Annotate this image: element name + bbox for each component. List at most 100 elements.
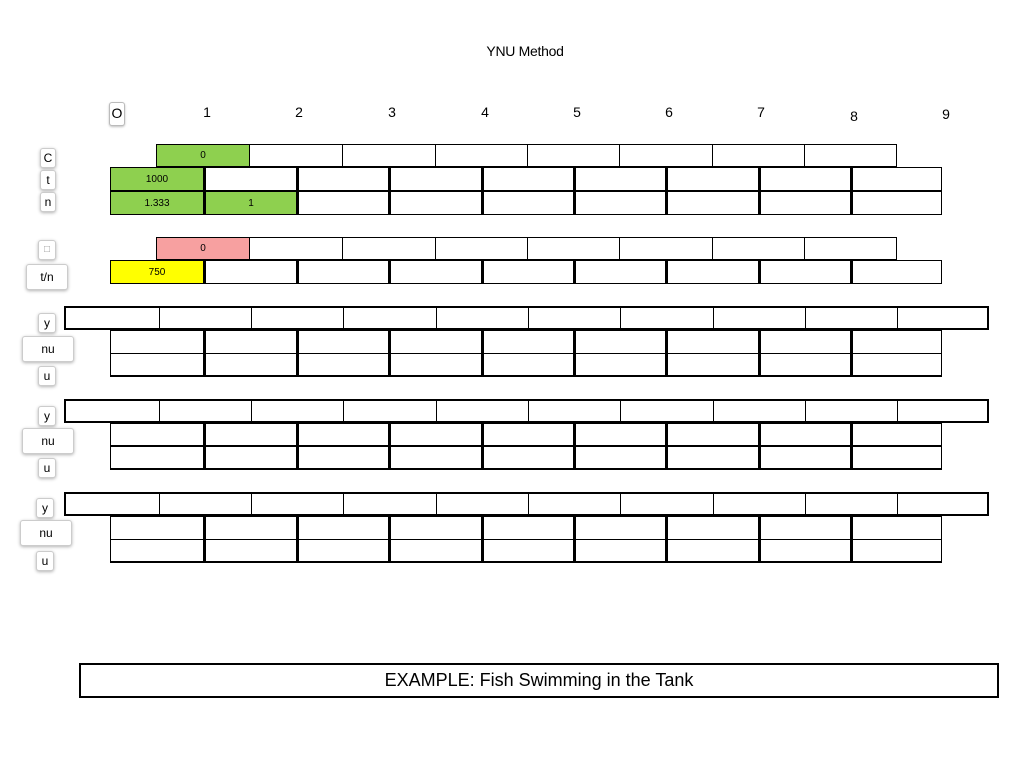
cell-n-8[interactable] [850, 192, 941, 214]
cell-y1-3[interactable] [343, 308, 436, 328]
cell-t-4[interactable] [481, 168, 573, 190]
cell-t-3[interactable] [388, 168, 481, 190]
cell-y2-1[interactable] [159, 401, 251, 421]
cell-u2-3[interactable] [388, 447, 481, 468]
cell-nu1-0[interactable] [111, 331, 203, 353]
cell-u1-1[interactable] [203, 354, 296, 375]
cell-c-3[interactable] [342, 145, 435, 166]
cell-nu1-7[interactable] [758, 331, 850, 353]
cell-y2-3[interactable] [343, 401, 436, 421]
cell-n-1[interactable]: 1 [203, 192, 296, 214]
cell-c-4[interactable] [435, 145, 527, 166]
cell-u3-2[interactable] [296, 540, 388, 561]
cell-y3-8[interactable] [805, 494, 897, 514]
cell-y2-6[interactable] [620, 401, 713, 421]
cell-u3-8[interactable] [850, 540, 941, 561]
cell-t-8[interactable] [850, 168, 941, 190]
cell-y3-9[interactable] [897, 494, 987, 514]
cell-tn-7[interactable] [758, 261, 850, 283]
cell-y1-9[interactable] [897, 308, 987, 328]
cell-tn-4[interactable] [481, 261, 573, 283]
cell-n-7[interactable] [758, 192, 850, 214]
cell-nu1-3[interactable] [388, 331, 481, 353]
cell-nu2-4[interactable] [481, 424, 573, 445]
cell-u1-8[interactable] [850, 354, 941, 375]
cell-y3-4[interactable] [436, 494, 528, 514]
cell-y1-0[interactable] [66, 308, 159, 328]
cell-c-8[interactable] [804, 145, 896, 166]
cell-box-8[interactable] [804, 238, 896, 259]
cell-box-6[interactable] [619, 238, 712, 259]
cell-t-2[interactable] [296, 168, 388, 190]
cell-nu1-2[interactable] [296, 331, 388, 353]
cell-box-5[interactable] [527, 238, 619, 259]
cell-y1-1[interactable] [159, 308, 251, 328]
cell-y1-4[interactable] [436, 308, 528, 328]
cell-nu3-7[interactable] [758, 517, 850, 539]
cell-nu1-6[interactable] [665, 331, 758, 353]
cell-nu3-5[interactable] [573, 517, 665, 539]
cell-y1-8[interactable] [805, 308, 897, 328]
cell-y3-6[interactable] [620, 494, 713, 514]
cell-y2-9[interactable] [897, 401, 987, 421]
cell-t-0[interactable]: 1000 [111, 168, 203, 190]
cell-u1-3[interactable] [388, 354, 481, 375]
cell-u2-1[interactable] [203, 447, 296, 468]
cell-c-2[interactable] [249, 145, 342, 166]
cell-y3-1[interactable] [159, 494, 251, 514]
cell-y3-5[interactable] [528, 494, 620, 514]
cell-y2-0[interactable] [66, 401, 159, 421]
cell-t-6[interactable] [665, 168, 758, 190]
cell-nu1-1[interactable] [203, 331, 296, 353]
cell-nu3-6[interactable] [665, 517, 758, 539]
cell-n-6[interactable] [665, 192, 758, 214]
cell-n-3[interactable] [388, 192, 481, 214]
cell-y3-2[interactable] [251, 494, 343, 514]
cell-box-1[interactable]: 0 [157, 238, 249, 259]
cell-tn-8[interactable] [850, 261, 941, 283]
cell-y1-5[interactable] [528, 308, 620, 328]
cell-u3-6[interactable] [665, 540, 758, 561]
cell-n-5[interactable] [573, 192, 665, 214]
cell-y2-2[interactable] [251, 401, 343, 421]
cell-tn-6[interactable] [665, 261, 758, 283]
cell-nu2-8[interactable] [850, 424, 941, 445]
cell-c-6[interactable] [619, 145, 712, 166]
cell-nu1-5[interactable] [573, 331, 665, 353]
cell-nu2-5[interactable] [573, 424, 665, 445]
cell-u2-8[interactable] [850, 447, 941, 468]
cell-y3-0[interactable] [66, 494, 159, 514]
cell-y3-3[interactable] [343, 494, 436, 514]
cell-y1-6[interactable] [620, 308, 713, 328]
cell-tn-3[interactable] [388, 261, 481, 283]
cell-tn-1[interactable] [203, 261, 296, 283]
cell-y2-5[interactable] [528, 401, 620, 421]
cell-y2-4[interactable] [436, 401, 528, 421]
cell-box-2[interactable] [249, 238, 342, 259]
cell-u2-4[interactable] [481, 447, 573, 468]
cell-nu2-6[interactable] [665, 424, 758, 445]
cell-u3-4[interactable] [481, 540, 573, 561]
cell-c-5[interactable] [527, 145, 619, 166]
cell-nu3-2[interactable] [296, 517, 388, 539]
cell-u2-6[interactable] [665, 447, 758, 468]
cell-y1-7[interactable] [713, 308, 805, 328]
cell-u2-2[interactable] [296, 447, 388, 468]
cell-y2-8[interactable] [805, 401, 897, 421]
cell-u3-0[interactable] [111, 540, 203, 561]
cell-nu3-4[interactable] [481, 517, 573, 539]
cell-nu3-8[interactable] [850, 517, 941, 539]
cell-u1-4[interactable] [481, 354, 573, 375]
cell-nu2-7[interactable] [758, 424, 850, 445]
cell-t-1[interactable] [203, 168, 296, 190]
cell-u1-2[interactable] [296, 354, 388, 375]
cell-nu2-0[interactable] [111, 424, 203, 445]
cell-u1-6[interactable] [665, 354, 758, 375]
cell-c-7[interactable] [712, 145, 804, 166]
cell-y3-7[interactable] [713, 494, 805, 514]
cell-tn-0[interactable]: 750 [111, 261, 203, 283]
cell-c-1[interactable]: 0 [157, 145, 249, 166]
cell-u2-0[interactable] [111, 447, 203, 468]
cell-nu2-2[interactable] [296, 424, 388, 445]
cell-tn-5[interactable] [573, 261, 665, 283]
